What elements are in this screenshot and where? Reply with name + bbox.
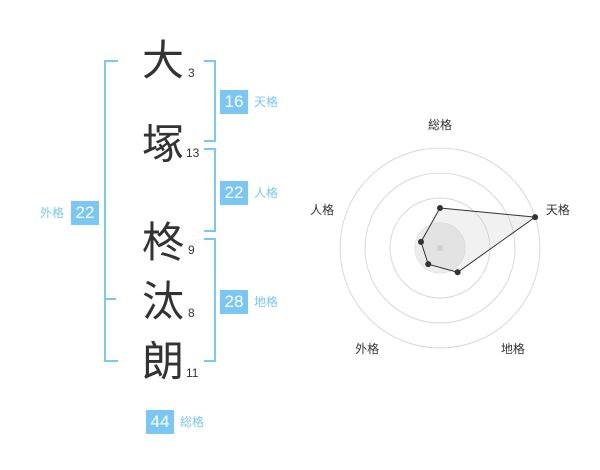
name-char-4: 汰 [142, 277, 185, 326]
soukaku-label: 総格 [180, 415, 205, 429]
radar-axis-label-1: 総格 [428, 117, 453, 132]
jinkaku-label: 人格 [254, 186, 279, 200]
radar-ring-4 [339, 147, 541, 349]
radar-point-5 [417, 238, 424, 245]
stroke-count-5: 11 [186, 366, 199, 380]
radar-ring-3 [364, 172, 516, 324]
radar-series-polygon [420, 207, 537, 273]
radar-axis-label-4: 外格 [355, 341, 380, 356]
gaikaku-label: 外格 [40, 206, 65, 220]
tenkaku-label: 天格 [254, 95, 279, 109]
tenkaku-value: 16 [220, 90, 248, 114]
jinkaku-bracket [204, 148, 216, 232]
chikaku-label: 地格 [254, 295, 279, 309]
radar-axis-label-5: 人格 [310, 203, 335, 218]
name-char-3: 柊 [142, 218, 185, 267]
stroke-count-1: 3 [188, 66, 195, 80]
radar-point-2 [532, 214, 539, 221]
chikaku-bracket [204, 238, 216, 362]
radar-center-dot [437, 245, 443, 251]
radar-axis-label-2: 天格 [545, 203, 570, 218]
name-char-2: 塚 [142, 120, 185, 169]
name-char-1: 大 [142, 36, 185, 85]
tenkaku-bracket [204, 60, 216, 142]
gaikaku-bracket [104, 60, 118, 362]
radar-axis-label-3: 地格 [500, 341, 525, 356]
radar-ring-2 [389, 197, 491, 299]
stroke-count-2: 13 [186, 146, 200, 160]
radar-point-4 [425, 261, 432, 268]
name-char-5: 朗 [142, 337, 185, 386]
stroke-count-4: 8 [188, 306, 195, 320]
radar-point-3 [454, 269, 461, 276]
soukaku-value: 44 [146, 410, 174, 434]
chikaku-value: 28 [220, 290, 248, 314]
gaikaku-bracket-tick [106, 298, 116, 300]
stroke-count-3: 9 [188, 243, 195, 257]
jinkaku-value: 22 [220, 181, 248, 205]
radar-point-1 [437, 205, 443, 211]
gaikaku-value: 22 [71, 201, 99, 225]
